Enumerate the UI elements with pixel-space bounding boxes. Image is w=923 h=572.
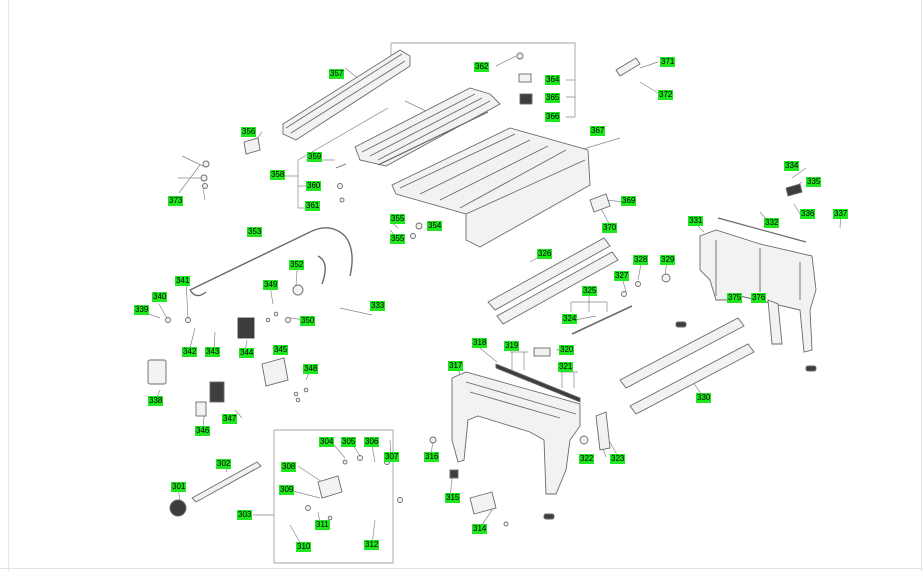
callout-label: 360 [306, 181, 322, 191]
callout-label: 327 [614, 271, 630, 281]
callout-label: 333 [370, 301, 386, 311]
callout-label: 330 [696, 393, 712, 403]
callout-label: 308 [281, 462, 297, 472]
callout-label: 325 [582, 286, 598, 296]
callout-label: 362 [474, 62, 490, 72]
callout-label: 305 [341, 437, 357, 447]
callout-label: 341 [175, 276, 191, 286]
callout-label: 364 [545, 75, 561, 85]
callout-label: 345 [273, 345, 289, 355]
callout-label: 353 [247, 227, 263, 237]
callout-label: 315 [445, 493, 461, 503]
callout-label: 344 [239, 348, 255, 358]
callout-label: 303 [237, 510, 253, 520]
callout-label: 316 [424, 452, 440, 462]
callout-label: 336 [800, 209, 816, 219]
callout-label: 375 [727, 293, 743, 303]
callout-label: 314 [472, 524, 488, 534]
callout-label: 301 [171, 482, 187, 492]
callout-label: 312 [364, 540, 380, 550]
callout-label: 318 [472, 338, 488, 348]
callout-label: 366 [545, 112, 561, 122]
callout-label: 359 [307, 152, 323, 162]
callout-label: 319 [504, 341, 520, 351]
callout-label: 369 [621, 196, 637, 206]
callout-label: 352 [289, 260, 305, 270]
callout-label: 349 [263, 280, 279, 290]
callout-label: 326 [537, 249, 553, 259]
callout-label: 310 [296, 542, 312, 552]
callout-label: 324 [562, 314, 578, 324]
callout-label: 346 [195, 426, 211, 436]
callout-label: 342 [182, 347, 198, 357]
callout-label: 357 [329, 69, 345, 79]
callout-label: 340 [152, 292, 168, 302]
callout-label: 372 [658, 90, 674, 100]
callout-label: 350 [300, 316, 316, 326]
callout-label: 311 [315, 520, 330, 530]
callout-label: 355 [390, 234, 406, 244]
callout-label: 322 [579, 454, 595, 464]
callout-label: 338 [148, 396, 164, 406]
callout-label: 332 [764, 218, 780, 228]
parts [147, 49, 817, 527]
callout-label: 323 [610, 454, 626, 464]
callout-label: 339 [134, 305, 150, 315]
callout-label: 328 [633, 255, 649, 265]
callout-label: 321 [558, 362, 574, 372]
callout-label: 306 [364, 437, 380, 447]
callout-label: 335 [806, 177, 822, 187]
callout-label: 358 [270, 170, 286, 180]
callout-label: 367 [590, 126, 606, 136]
callout-label: 331 [688, 216, 704, 226]
left-edge-line [8, 0, 9, 572]
callout-label: 337 [833, 209, 849, 219]
callout-label: 320 [559, 345, 575, 355]
callout-label: 317 [448, 361, 464, 371]
callout-label: 307 [384, 452, 400, 462]
bottom-rule [0, 568, 923, 569]
callout-label: 329 [660, 255, 676, 265]
callout-label: 370 [602, 223, 618, 233]
callout-label: 361 [305, 201, 321, 211]
callout-label: 343 [205, 347, 221, 357]
callout-label: 356 [241, 127, 257, 137]
callout-label: 376 [751, 293, 767, 303]
callout-label: 371 [660, 57, 676, 67]
callout-label: 309 [279, 485, 295, 495]
callout-label: 304 [319, 437, 335, 447]
right-edge-line [921, 0, 922, 572]
callout-label: 373 [168, 196, 184, 206]
callout-label: 334 [784, 161, 800, 171]
callout-label: 355 [390, 214, 406, 224]
callout-label: 354 [427, 221, 443, 231]
callout-label: 365 [545, 93, 561, 103]
callout-label: 348 [303, 364, 319, 374]
callout-label: 347 [222, 414, 238, 424]
callout-label: 302 [216, 459, 232, 469]
